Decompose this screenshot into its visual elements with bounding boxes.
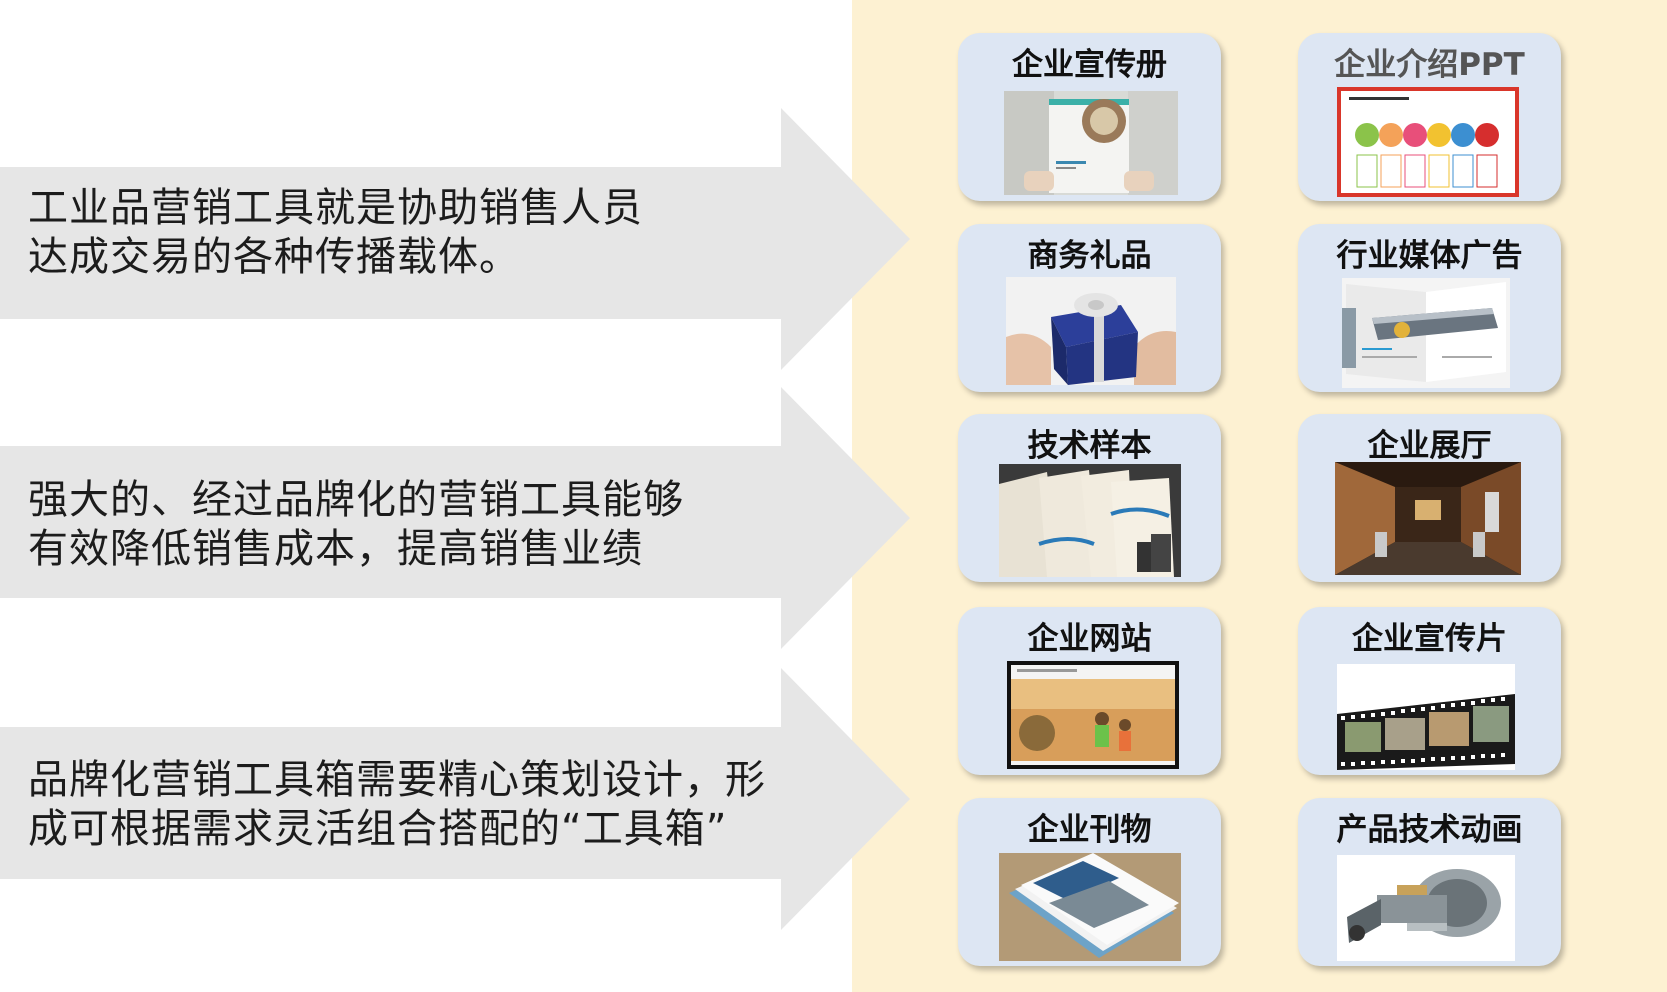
card-brochure[interactable]: 企业宣传册: [958, 33, 1221, 201]
arrow-3: 品牌化营销工具箱需要精心策划设计，形 成可根据需求灵活组合搭配的“工具箱”: [0, 668, 910, 930]
brochure-image: [1004, 91, 1178, 195]
card-animation[interactable]: 产品技术动画: [1298, 798, 1561, 966]
card-label: 企业展厅: [1367, 428, 1492, 464]
magazine-ad-image: [1342, 278, 1510, 388]
card-label: 企业宣传片: [1352, 621, 1507, 657]
card-tech-samples[interactable]: 技术样本: [958, 414, 1221, 582]
arrow-text: 工业品营销工具就是协助销售人员 达成交易的各种传播载体。: [28, 185, 643, 280]
card-showroom[interactable]: 企业展厅: [1298, 414, 1561, 582]
arrow-1: 工业品营销工具就是协助销售人员 达成交易的各种传播载体。: [0, 108, 910, 370]
card-label: 行业媒体广告: [1336, 238, 1523, 274]
film-strip-image: [1337, 664, 1515, 770]
card-media-ad[interactable]: 行业媒体广告: [1298, 224, 1561, 392]
card-label: 企业介绍PPT: [1334, 47, 1525, 83]
card-label: 企业宣传册: [1012, 47, 1167, 83]
card-label: 企业刊物: [1027, 812, 1152, 848]
arrow-2: 强大的、经过品牌化的营销工具能够 有效降低销售成本，提高销售业绩: [0, 387, 910, 649]
website-screen-image: [1007, 661, 1179, 769]
card-promo-video[interactable]: 企业宣传片: [1298, 607, 1561, 775]
arrow-text: 品牌化营销工具箱需要精心策划设计，形 成可根据需求灵活组合搭配的“工具箱”: [28, 757, 766, 852]
ppt-slide-image: [1337, 87, 1519, 197]
engine-render-image: [1337, 855, 1515, 961]
card-publication[interactable]: 企业刊物: [958, 798, 1221, 966]
card-website[interactable]: 企业网站: [958, 607, 1221, 775]
gift-box-image: [1006, 277, 1176, 385]
arrow-text: 强大的、经过品牌化的营销工具能够 有效降低销售成本，提高销售业绩: [28, 477, 684, 572]
card-ppt[interactable]: 企业介绍PPT: [1298, 33, 1561, 201]
card-label: 技术样本: [1027, 428, 1152, 464]
newsletter-image: [999, 853, 1181, 961]
card-label: 产品技术动画: [1336, 812, 1523, 848]
card-label: 商务礼品: [1027, 238, 1152, 274]
card-gift[interactable]: 商务礼品: [958, 224, 1221, 392]
sample-booklets-image: [999, 464, 1181, 577]
card-label: 企业网站: [1027, 621, 1152, 657]
showroom-image: [1335, 462, 1521, 575]
